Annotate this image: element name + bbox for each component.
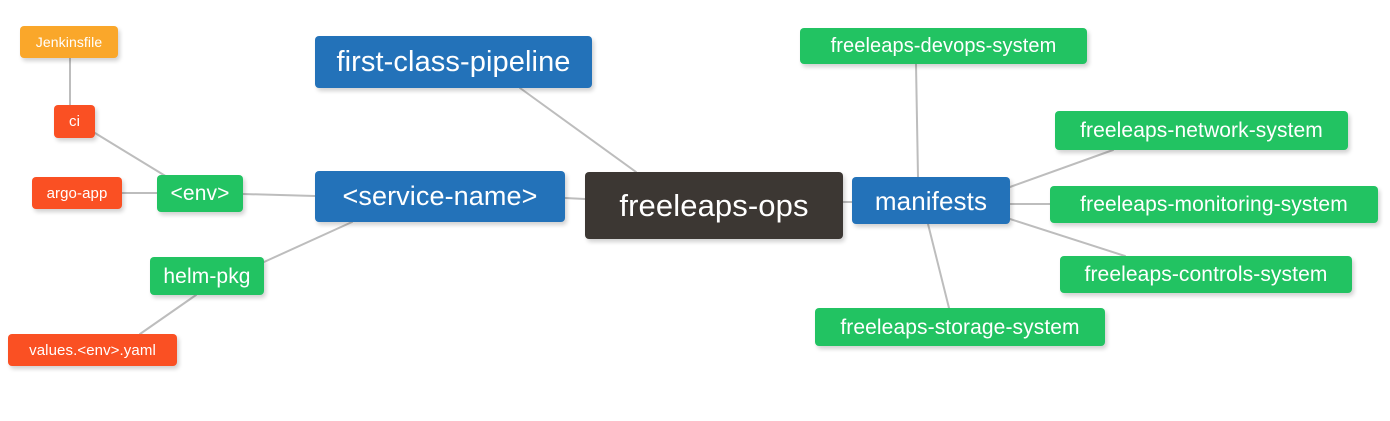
node-freeleaps-storage-system[interactable]: freeleaps-storage-system — [815, 308, 1105, 346]
node-label-freeleaps-ops: freeleaps-ops — [619, 188, 809, 223]
node-label-first-class-pipeline: first-class-pipeline — [336, 45, 571, 78]
node-label-freeleaps-controls-system: freeleaps-controls-system — [1084, 263, 1328, 286]
edge-valuesyaml-helmpkg — [139, 294, 197, 335]
node-label-helm-pkg: helm-pkg — [163, 264, 251, 288]
node-ci[interactable]: ci — [54, 105, 95, 138]
node-argo-app[interactable]: argo-app — [32, 177, 122, 209]
edge-manifests-controls — [1009, 218, 1126, 257]
node-freeleaps-network-system[interactable]: freeleaps-network-system — [1055, 111, 1348, 150]
node-label-freeleaps-monitoring-system: freeleaps-monitoring-system — [1080, 193, 1348, 216]
node-freeleaps-devops-system[interactable]: freeleaps-devops-system — [800, 28, 1087, 64]
edge-env-servicename — [242, 193, 316, 197]
node-label-ci: ci — [68, 113, 81, 130]
edge-manifests-storage — [927, 223, 950, 309]
node-label-jenkinsfile: Jenkinsfile — [35, 34, 103, 50]
node-jenkinsfile[interactable]: Jenkinsfile — [20, 26, 118, 58]
node-service-name[interactable]: <service-name> — [315, 171, 565, 222]
node-label-values-yaml: values.<env>.yaml — [29, 341, 156, 359]
edge-servicename-root — [564, 197, 586, 200]
node-label-freeleaps-network-system: freeleaps-network-system — [1080, 119, 1323, 142]
node-freeleaps-monitoring-system[interactable]: freeleaps-monitoring-system — [1050, 186, 1378, 223]
node-values-yaml[interactable]: values.<env>.yaml — [8, 334, 177, 366]
node-freeleaps-controls-system[interactable]: freeleaps-controls-system — [1060, 256, 1352, 293]
edge-firstclasspipeline-root — [519, 87, 637, 173]
node-manifests[interactable]: manifests — [852, 177, 1010, 224]
node-label-argo-app: argo-app — [46, 184, 108, 202]
node-label-service-name: <service-name> — [342, 181, 538, 211]
node-env[interactable]: <env> — [157, 175, 243, 212]
node-freeleaps-ops[interactable]: freeleaps-ops — [585, 172, 843, 239]
node-first-class-pipeline[interactable]: first-class-pipeline — [315, 36, 592, 88]
node-label-env: <env> — [170, 182, 230, 205]
edge-ci-env — [94, 132, 173, 181]
edge-helmpkg-servicename — [263, 221, 353, 263]
node-helm-pkg[interactable]: helm-pkg — [150, 257, 264, 295]
node-label-freeleaps-devops-system: freeleaps-devops-system — [830, 35, 1057, 57]
edge-manifests-network — [1009, 149, 1114, 188]
node-label-manifests: manifests — [874, 185, 988, 216]
node-label-freeleaps-storage-system: freeleaps-storage-system — [840, 315, 1080, 339]
edge-manifests-devops — [915, 63, 919, 178]
